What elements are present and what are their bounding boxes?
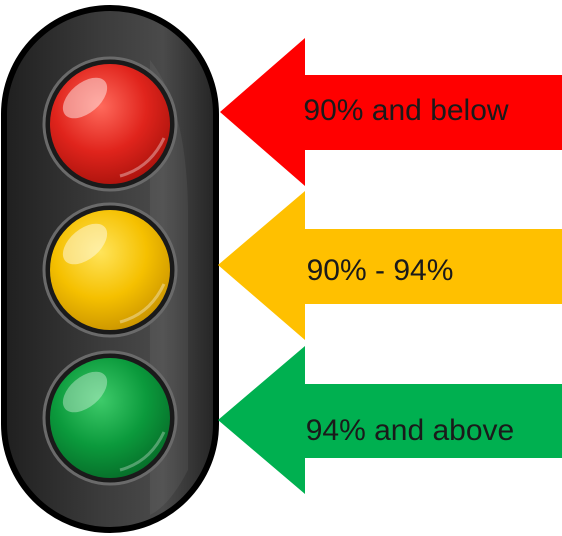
arrow-green: 94% and above [218, 346, 562, 494]
arrow-amber-label: 90% - 94% [307, 254, 454, 287]
yellow-light [42, 202, 178, 338]
arrow-red: 90% and below [220, 38, 562, 186]
traffic-light [1, 5, 219, 533]
arrow-green-shape [218, 346, 562, 494]
arrow-red-label: 90% and below [303, 94, 508, 127]
red-light [42, 56, 178, 192]
green-light [42, 350, 178, 486]
arrow-green-label: 94% and above [306, 414, 515, 447]
arrow-red-shape [220, 38, 562, 186]
arrow-amber: 90% - 94% [218, 191, 562, 340]
arrow-amber-shape [218, 191, 562, 340]
